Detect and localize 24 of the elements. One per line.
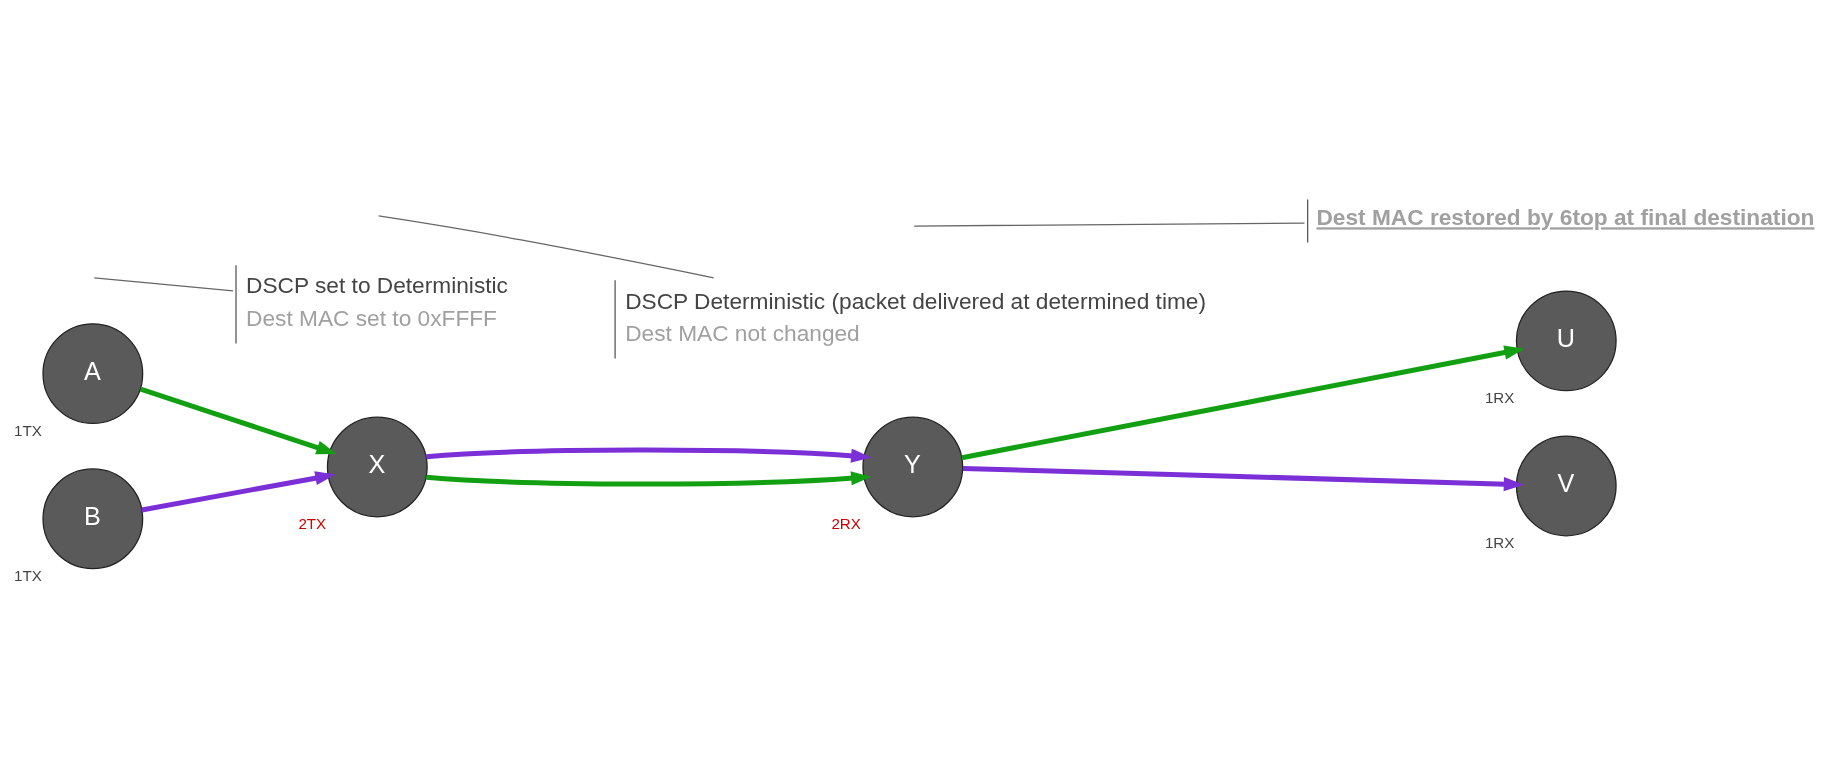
node-circle: Y xyxy=(862,416,964,517)
node-text: DSCP Deterministic (packet delivered at determined time) Dest MAC not changed xyxy=(625,287,1207,346)
node-text: Dest MAC restored by 6top at final destination xyxy=(1316,203,1815,230)
node-circle: B xyxy=(42,467,144,569)
arrow xyxy=(426,446,872,463)
node-circle: X xyxy=(326,416,428,517)
connector xyxy=(913,221,1306,227)
node-text: DSCP set to Deterministic Dest MAC set to 0xFFFF xyxy=(246,271,508,331)
arrow xyxy=(426,470,872,487)
arrow xyxy=(141,470,336,512)
arrow xyxy=(961,345,1525,460)
node-label: 2RX xyxy=(831,514,861,532)
node-label: 1TX xyxy=(13,421,42,439)
arrow xyxy=(962,465,1525,491)
node-label: 1RX xyxy=(1484,388,1515,406)
node-circle: A xyxy=(42,322,144,424)
node-label: 1TX xyxy=(13,566,42,584)
node-circle: V xyxy=(1515,434,1617,536)
connector xyxy=(378,214,715,278)
connector xyxy=(93,276,234,291)
arrow xyxy=(139,386,337,454)
node-label: 2TX xyxy=(298,514,327,532)
node-label: 1RX xyxy=(1484,533,1515,551)
node-circle: U xyxy=(1515,289,1617,391)
